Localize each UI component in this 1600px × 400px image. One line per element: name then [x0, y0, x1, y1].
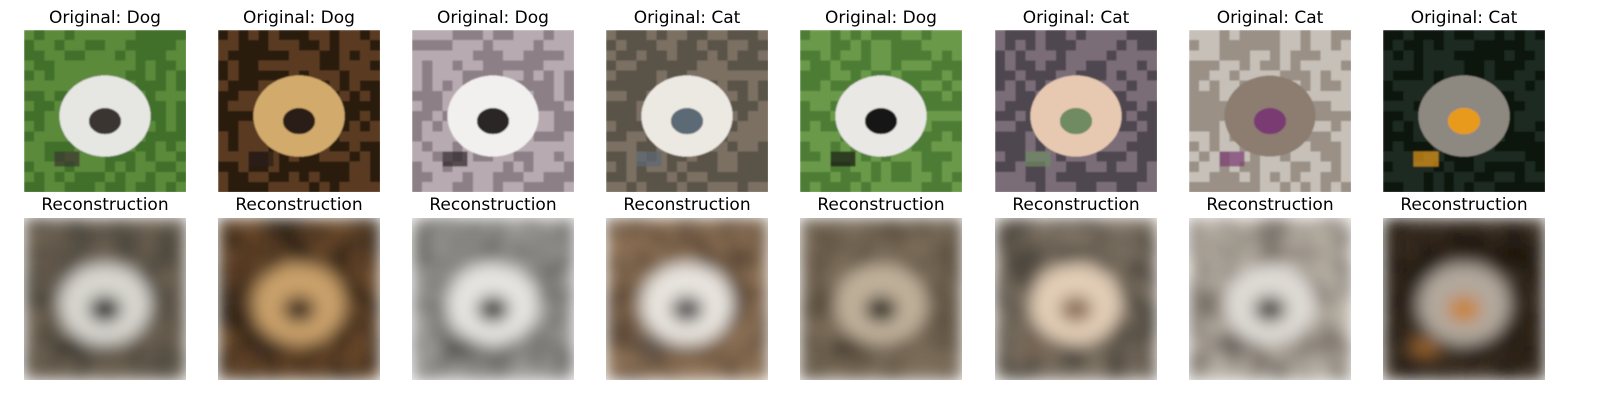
original-image	[995, 30, 1157, 192]
original-image	[800, 30, 962, 192]
original-title: Original: Dog	[437, 8, 549, 28]
reconstruction-title: Reconstruction	[623, 195, 751, 215]
reconstruction-title: Reconstruction	[817, 195, 945, 215]
original-title: Original: Dog	[49, 8, 161, 28]
original-title: Original: Cat	[1410, 8, 1518, 28]
original-image	[24, 30, 186, 192]
original-image	[412, 30, 574, 192]
original-title: Original: Cat	[633, 8, 741, 28]
reconstruction-image	[24, 218, 186, 380]
reconstruction-title: Reconstruction	[1012, 195, 1140, 215]
original-image	[606, 30, 768, 192]
original-image	[1383, 30, 1545, 192]
reconstruction-image	[412, 218, 574, 380]
reconstruction-title: Reconstruction	[429, 195, 557, 215]
reconstruction-title: Reconstruction	[1206, 195, 1334, 215]
original-title: Original: Dog	[825, 8, 937, 28]
original-title: Original: Cat	[1022, 8, 1130, 28]
reconstruction-image	[1189, 218, 1351, 380]
reconstruction-image	[800, 218, 962, 380]
reconstruction-image	[606, 218, 768, 380]
original-image	[218, 30, 380, 192]
reconstruction-image	[995, 218, 1157, 380]
reconstruction-title: Reconstruction	[235, 195, 363, 215]
original-title: Original: Dog	[243, 8, 355, 28]
reconstruction-image	[218, 218, 380, 380]
original-image	[1189, 30, 1351, 192]
original-title: Original: Cat	[1216, 8, 1324, 28]
reconstruction-title: Reconstruction	[41, 195, 169, 215]
reconstruction-title: Reconstruction	[1400, 195, 1528, 215]
reconstruction-image	[1383, 218, 1545, 380]
